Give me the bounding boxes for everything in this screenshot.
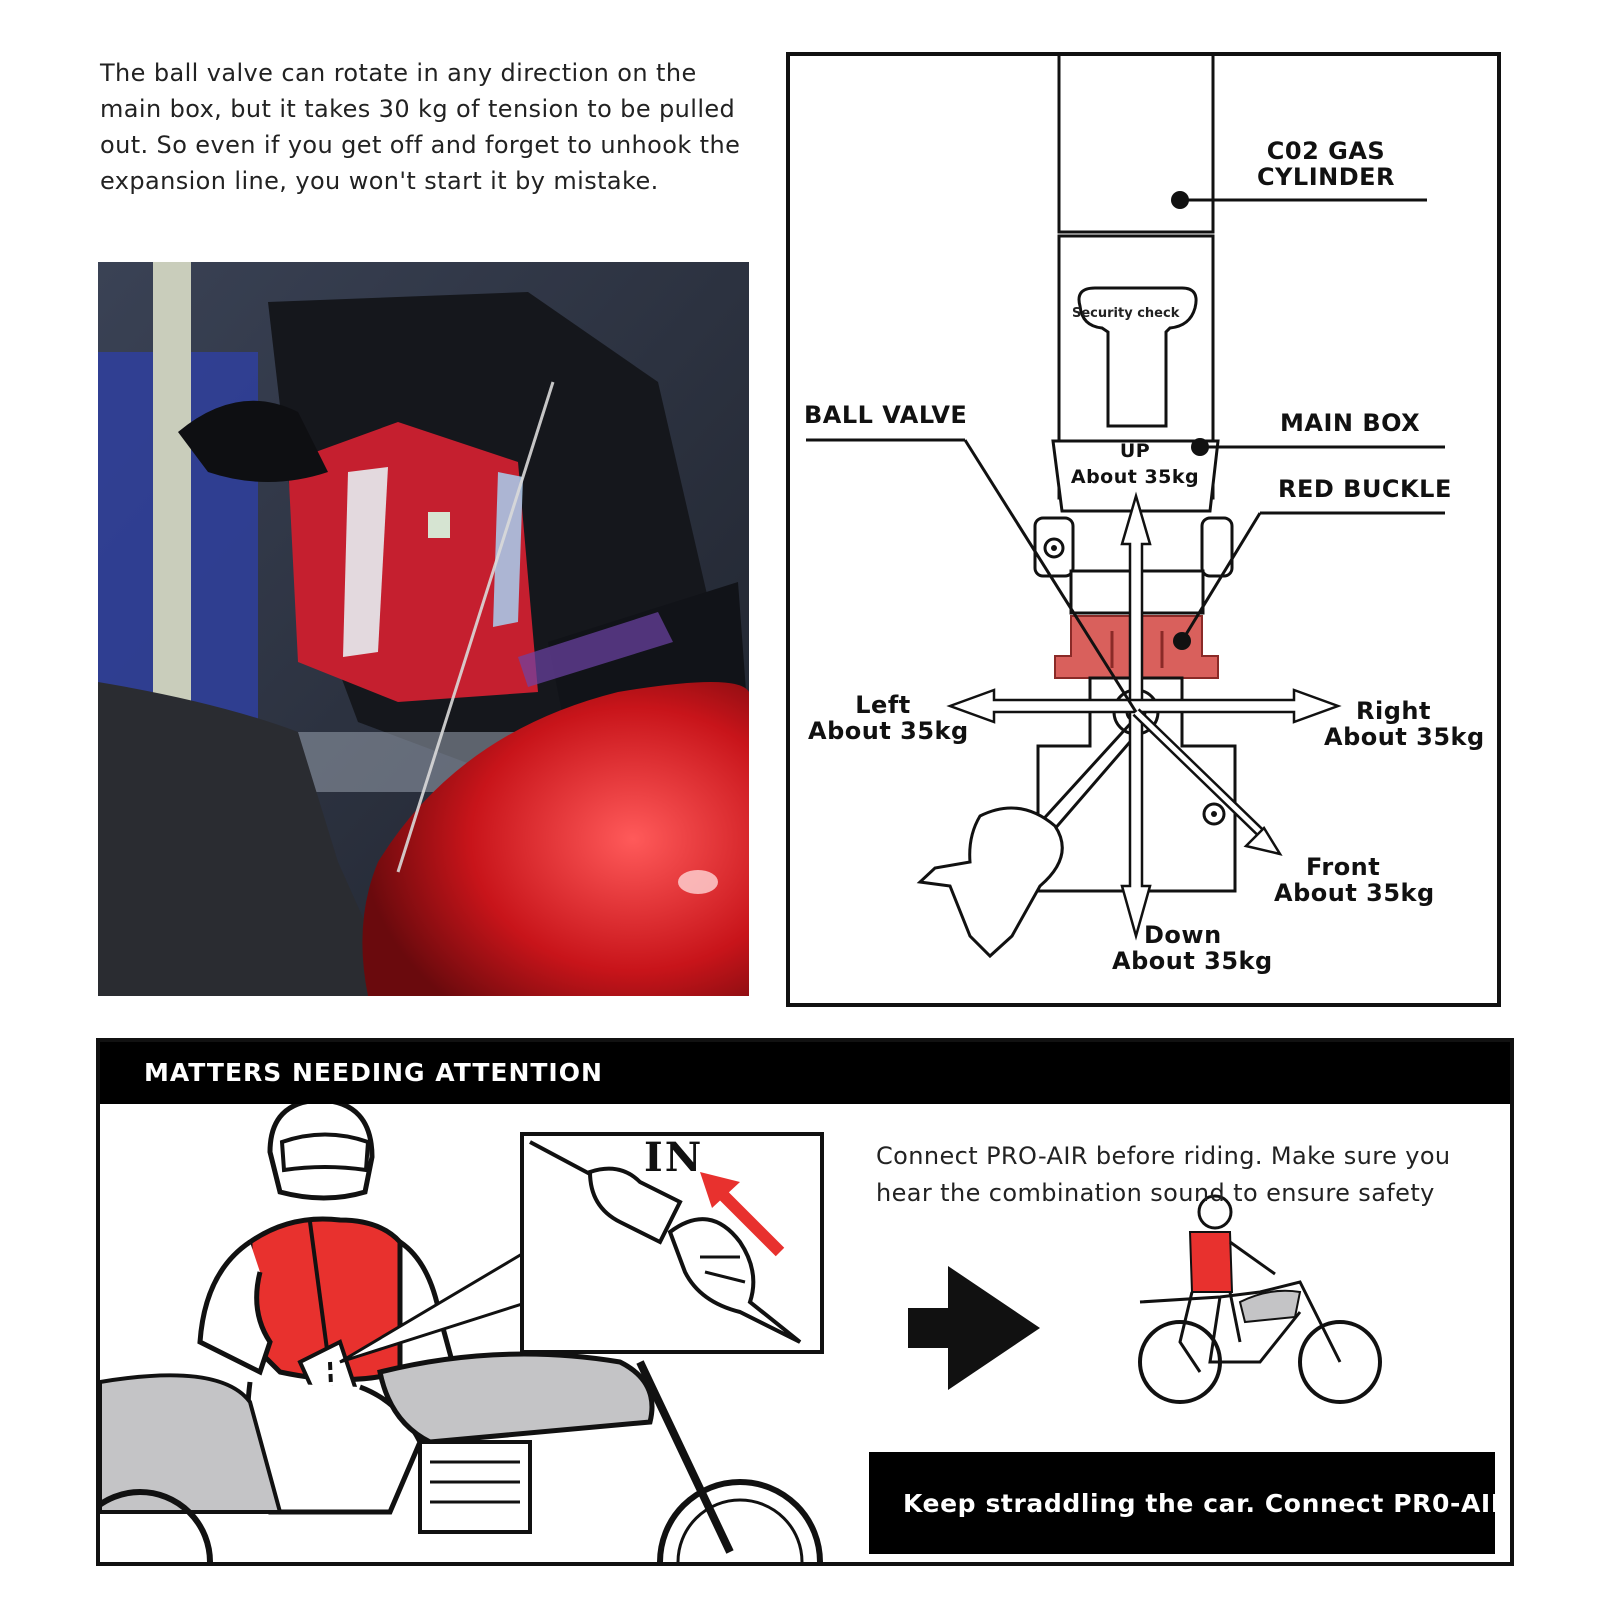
bottom-instruction-bar: Keep straddling the car. Connect PR0-AIR [869,1452,1510,1554]
right-label-line2: About 35kg [1324,723,1485,751]
ball-valve-diagram: C02 GAS CYLINDER Security check BALL VAL… [786,52,1501,1007]
next-step-arrow [908,1266,1040,1390]
diagram-drawing [806,56,1445,959]
up-label-line1: UP [1119,440,1151,462]
instruction-text: Connect PRO-AIR before riding. Make sure… [876,1142,1451,1207]
engine-shape [418,1440,532,1534]
ball-valve-label: BALL VALVE [804,401,968,429]
motorcycle-seat [100,1373,283,1514]
attention-header: MATTERS NEEDING ATTENTION [100,1042,1510,1104]
attention-illustration [100,1097,1382,1562]
intro-paragraph: The ball valve can rotate in any directi… [100,59,741,195]
connector-plug [587,1166,683,1245]
in-label: IN [644,1134,704,1181]
front-arrow-head [1243,825,1283,856]
motorcycle-tank [377,1351,655,1445]
up-label-line2: About 35kg [1070,466,1200,488]
main-box-shape [1051,439,1220,513]
attention-title: MATTERS NEEDING ATTENTION [144,1058,603,1087]
co2-label-line1: C02 GAS [1266,137,1386,165]
rider-photo [98,262,749,996]
attention-panel: MATTERS NEEDING ATTENTION IN Connect PRO… [96,1038,1514,1566]
security-check-tab [1077,286,1198,428]
bottom-instruction-text: Keep straddling the car. Connect PR0-AIR [903,1489,1511,1518]
left-label-line1: Left [855,691,911,719]
red-arrow-head [700,1172,740,1208]
co2-cylinder-shape [1057,56,1215,234]
security-check-label: Security check [1072,306,1180,321]
right-label-line1: Right [1356,697,1431,725]
left-right-arrow [946,688,1342,724]
left-label-line2: About 35kg [808,717,969,745]
hand-illustration [916,806,1064,959]
red-buckle-label: RED BUCKLE [1278,475,1452,503]
main-box-label: MAIN BOX [1280,409,1421,437]
front-label-line2: About 35kg [1274,879,1435,907]
co2-label-line2: CYLINDER [1256,163,1396,191]
photo-illustration [98,262,749,996]
red-arrow-shaft [715,1187,785,1257]
down-label-line1: Down [1144,921,1222,949]
front-label-line1: Front [1306,853,1381,881]
down-label-line2: About 35kg [1112,947,1273,975]
